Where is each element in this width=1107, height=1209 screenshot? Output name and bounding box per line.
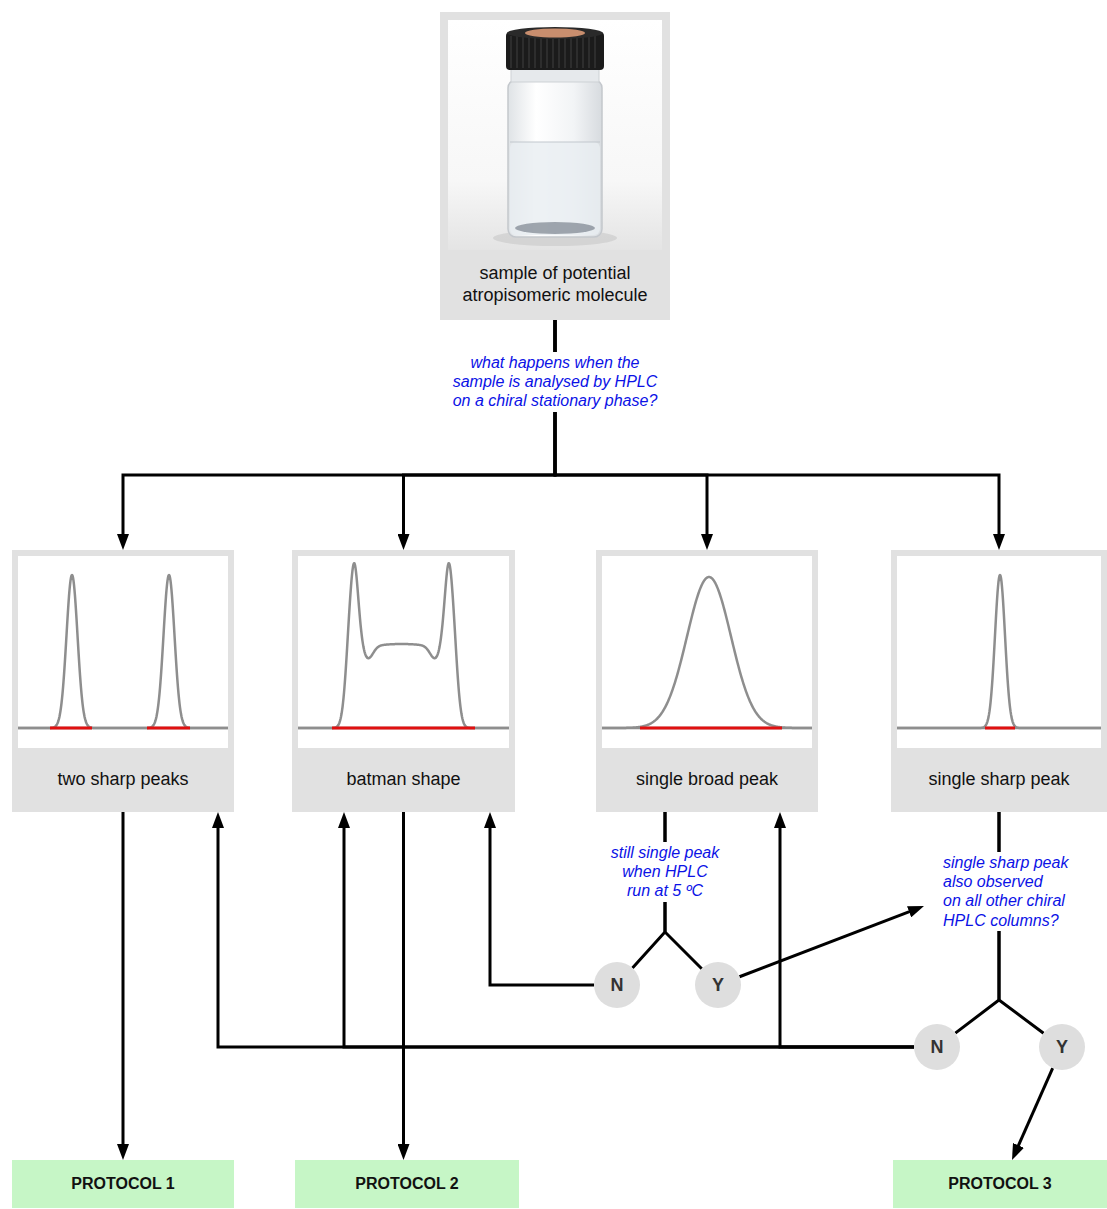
question-note: what happens when the sample is analysed…	[435, 352, 675, 412]
connector-arrow	[122, 812, 125, 1150]
connector-arrow	[1016, 1068, 1053, 1151]
chromatogram	[897, 556, 1101, 748]
chromatogram-trace	[298, 563, 509, 728]
chromatogram-caption: batman shape	[346, 769, 460, 791]
chromatogram-trace	[602, 577, 812, 728]
chromatogram-caption: single sharp peak	[928, 769, 1069, 791]
protocol-label: PROTOCOL 1	[71, 1174, 174, 1193]
chromatogram	[18, 556, 228, 748]
chromatogram-box: single broad peak	[596, 550, 818, 812]
integration-baseline	[50, 727, 92, 730]
question-note: single sharp peak also observed on all o…	[940, 852, 1102, 931]
integration-baseline	[640, 727, 782, 730]
question-note: still single peak when HPLC run at 5 ºC	[601, 842, 729, 902]
chromatogram-caption: single broad peak	[636, 769, 778, 791]
protocol-box: PROTOCOL 2	[295, 1160, 519, 1208]
vial-photo	[448, 20, 662, 250]
connector-arrow	[218, 822, 914, 1047]
chromatogram-box: two sharp peaks	[12, 550, 234, 812]
integration-baseline	[985, 727, 1015, 730]
connector-arrow	[402, 812, 405, 1150]
chromatogram	[298, 556, 509, 748]
sample-photo-box: sample of potential atropisomeric molecu…	[440, 12, 670, 320]
chromatogram-trace	[897, 575, 1101, 728]
chromatogram-box: batman shape	[292, 550, 515, 812]
decision-circle: Y	[1039, 1024, 1085, 1070]
photo-caption: sample of potential atropisomeric molecu…	[452, 263, 658, 306]
protocol-box: PROTOCOL 3	[893, 1160, 1107, 1208]
decision-letter: N	[931, 1037, 944, 1058]
integration-baseline	[147, 727, 190, 730]
decision-letter: N	[611, 975, 624, 996]
connector-arrow	[490, 822, 594, 985]
connector-arrow	[780, 822, 914, 1047]
chromatogram-trace	[18, 575, 228, 728]
decision-circle: N	[594, 962, 640, 1008]
chromatogram-caption: two sharp peaks	[57, 769, 188, 791]
decision-letter: Y	[1056, 1037, 1068, 1058]
connector-arrow	[739, 910, 914, 977]
protocol-label: PROTOCOL 2	[355, 1174, 458, 1193]
protocol-label: PROTOCOL 3	[948, 1174, 1051, 1193]
decision-circle: N	[914, 1024, 960, 1070]
protocol-box: PROTOCOL 1	[12, 1160, 234, 1208]
decision-circle: Y	[695, 962, 741, 1008]
chromatogram-box: single sharp peak	[891, 550, 1107, 812]
connector-arrow	[344, 822, 914, 1047]
decision-letter: Y	[712, 975, 724, 996]
chromatogram	[602, 556, 812, 748]
integration-baseline	[332, 727, 475, 730]
